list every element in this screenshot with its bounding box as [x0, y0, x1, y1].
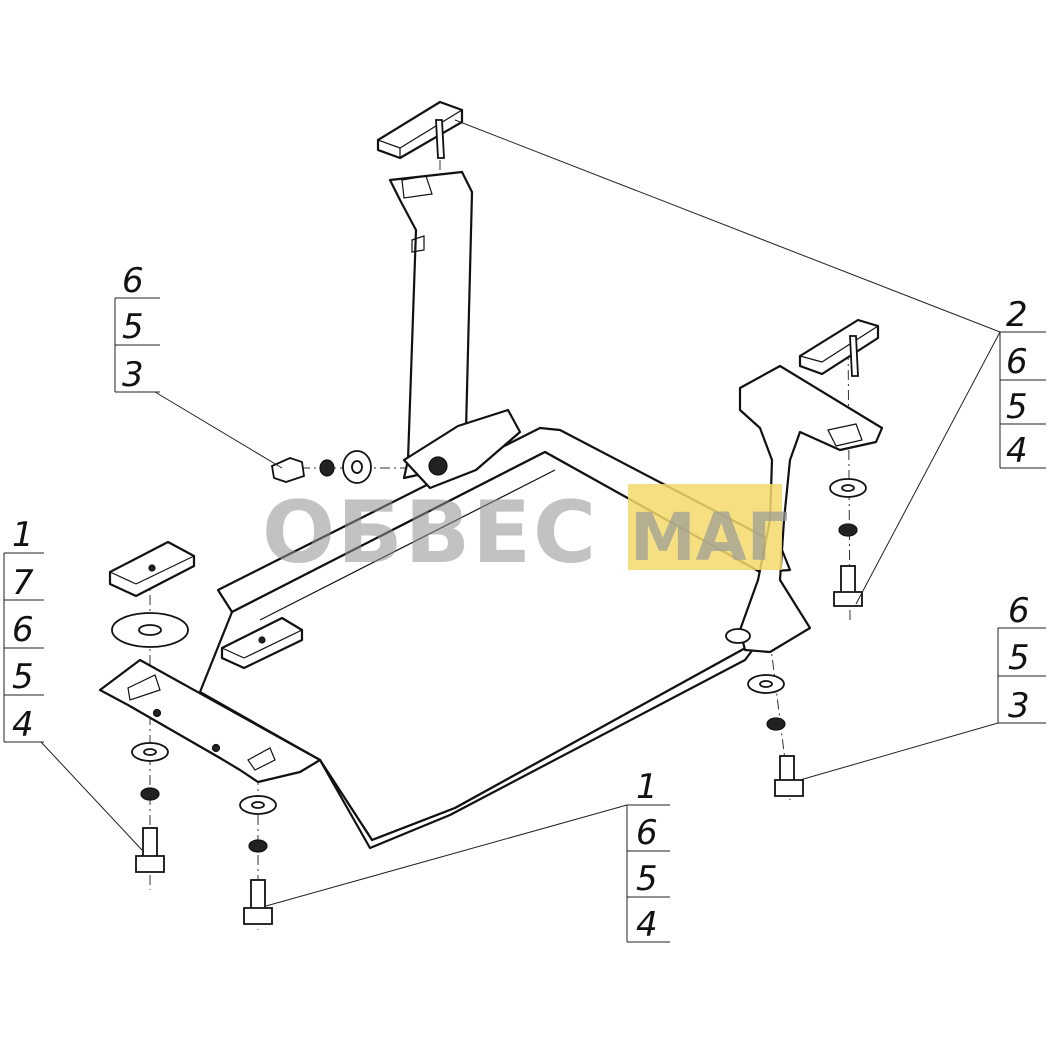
callout-text: 6 [122, 261, 144, 301]
callout-upper-left: 6 5 3 [114, 261, 160, 395]
lower-left-plates [108, 540, 304, 670]
callout-text: 5 [636, 859, 658, 899]
top-clamp-plate [376, 100, 464, 160]
callout-text: 6 [1006, 342, 1028, 382]
callout-left: 1 7 6 5 4 [3, 515, 44, 745]
callout-text: 7 [12, 563, 34, 603]
callout-text: 5 [1006, 387, 1028, 427]
callout-text: 4 [12, 705, 34, 745]
watermark-main: ОБВЕС [262, 483, 598, 583]
fastener-bottom [239, 795, 277, 925]
callout-text: 3 [1008, 686, 1030, 726]
callout-text: 5 [12, 657, 34, 697]
callout-top-right: 2 6 5 4 [999, 295, 1046, 471]
fastener-left [131, 742, 169, 873]
callout-text: 3 [122, 355, 144, 395]
fastener-upper-left [270, 450, 372, 484]
watermark-suffix: МАГ [630, 499, 789, 576]
callout-text: 6 [636, 813, 658, 853]
callout-text: 1 [12, 515, 34, 555]
callout-text: 4 [1006, 431, 1028, 471]
callout-text: 5 [1008, 638, 1030, 678]
callout-right: 6 5 3 [997, 591, 1046, 726]
callout-text: 2 [1006, 295, 1028, 335]
callout-bottom: 1 6 5 4 [626, 767, 670, 945]
callout-text: 4 [636, 905, 658, 945]
leader-lines [40, 119, 1046, 907]
callout-text: 6 [12, 610, 34, 650]
watermark: ОБВЕС МАГ [262, 483, 789, 583]
fastener-right-bottom [747, 674, 804, 797]
fastener-right-top [829, 478, 867, 607]
callout-text: 6 [1008, 591, 1030, 631]
callout-text: 1 [636, 767, 658, 807]
right-bracket [725, 364, 884, 654]
callout-text: 5 [122, 307, 144, 347]
left-bracket [388, 170, 522, 490]
right-clamp-plate [798, 318, 880, 377]
